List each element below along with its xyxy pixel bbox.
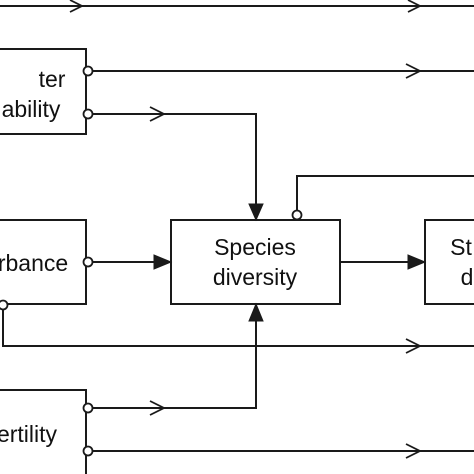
node-fertility-box [0, 389, 87, 474]
edge-water-to-right-arrow [405, 63, 423, 79]
node-right-label-2: d [461, 264, 474, 290]
edge-species-to-right-head [407, 254, 427, 270]
edge-disturbance-to-right [2, 309, 474, 347]
node-disturbance-label: rbance [0, 250, 68, 276]
node-species-diversity-box [170, 219, 341, 305]
edge-fertility-to-species [92, 320, 257, 409]
node-right-label-1: St [450, 234, 472, 260]
edge-water-to-right-dot [82, 65, 94, 77]
node-water-availability-label-2: ability [2, 96, 61, 122]
edge-water-to-species-head [248, 203, 264, 222]
edge-water-to-species-arrow [149, 106, 167, 122]
edge-fertility-to-right-arrow [405, 443, 423, 459]
edge-top-arrow-2 [407, 0, 423, 13]
edge-fertility-to-species-dot [82, 402, 94, 414]
edge-water-to-species-dot [82, 108, 94, 120]
node-water-availability-label-1: ter [39, 66, 66, 92]
edge-disturbance-dot [82, 256, 94, 268]
edge-disturbance-to-right-arrow [405, 338, 423, 354]
edge-disturbance-to-species-head [153, 254, 173, 270]
edge-species-top-dot [291, 209, 303, 221]
node-disturbance-box [0, 219, 87, 305]
edge-fertility-to-right-dot [82, 445, 94, 457]
edge-top-arrow-1 [69, 0, 85, 13]
edge-water-to-species [92, 113, 257, 207]
node-right-box [424, 219, 474, 305]
node-species-diversity-label-2: diversity [213, 264, 298, 290]
node-species-diversity-label-1: Species [214, 234, 296, 260]
edge-species-top-to-right [296, 175, 474, 211]
edge-fertility-to-species-head [248, 302, 264, 322]
edge-fertility-to-species-arrow [149, 400, 167, 416]
edge-disturbance-bottom-dot [0, 299, 9, 311]
node-fertility-label: ertility [0, 421, 58, 447]
node-water-availability-box [0, 48, 87, 135]
